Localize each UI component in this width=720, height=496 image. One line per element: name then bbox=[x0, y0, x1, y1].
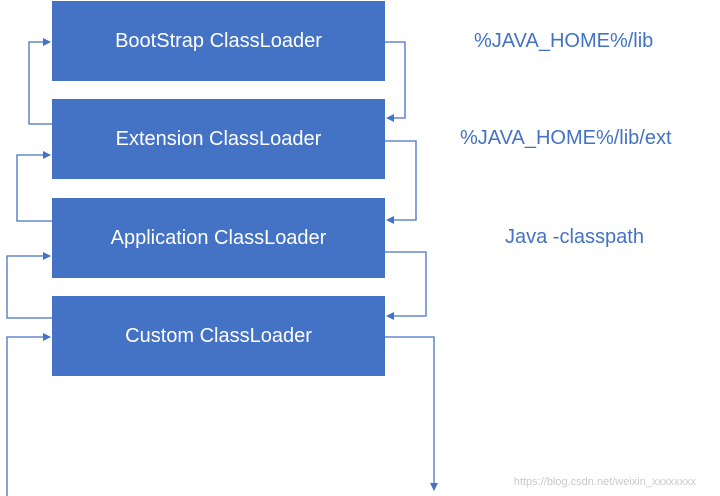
arrow-extension-to-application bbox=[385, 140, 417, 224]
arrow-application-to-extension bbox=[16, 151, 52, 222]
arrow-custom-to-application bbox=[6, 252, 52, 319]
arrow-extension-to-bootstrap bbox=[28, 38, 52, 125]
arrow-application-to-custom bbox=[385, 251, 427, 320]
watermark: https://blog.csdn.net/weixin_xxxxxxxx bbox=[513, 476, 696, 488]
custom-classloader-box: Custom ClassLoader bbox=[52, 296, 385, 376]
extension-classloader-box: Extension ClassLoader bbox=[52, 99, 385, 179]
extension-classloader-label: Extension ClassLoader bbox=[115, 127, 322, 150]
bootstrap-path-label: %JAVA_HOME%/lib bbox=[474, 30, 654, 52]
arrow-bootstrap-to-extension bbox=[385, 41, 406, 122]
arrow-entry-into-custom bbox=[6, 333, 51, 496]
custom-classloader-label: Custom ClassLoader bbox=[125, 324, 312, 347]
extension-path-label: %JAVA_HOME%/lib/ext bbox=[460, 127, 672, 149]
application-classloader-label: Application ClassLoader bbox=[110, 226, 327, 249]
application-classloader-box: Application ClassLoader bbox=[52, 198, 385, 278]
application-path-label: Java -classpath bbox=[505, 226, 644, 248]
arrow-custom-exit-down bbox=[385, 336, 438, 491]
bootstrap-classloader-box: BootStrap ClassLoader bbox=[52, 1, 385, 81]
bootstrap-classloader-label: BootStrap ClassLoader bbox=[115, 29, 322, 52]
